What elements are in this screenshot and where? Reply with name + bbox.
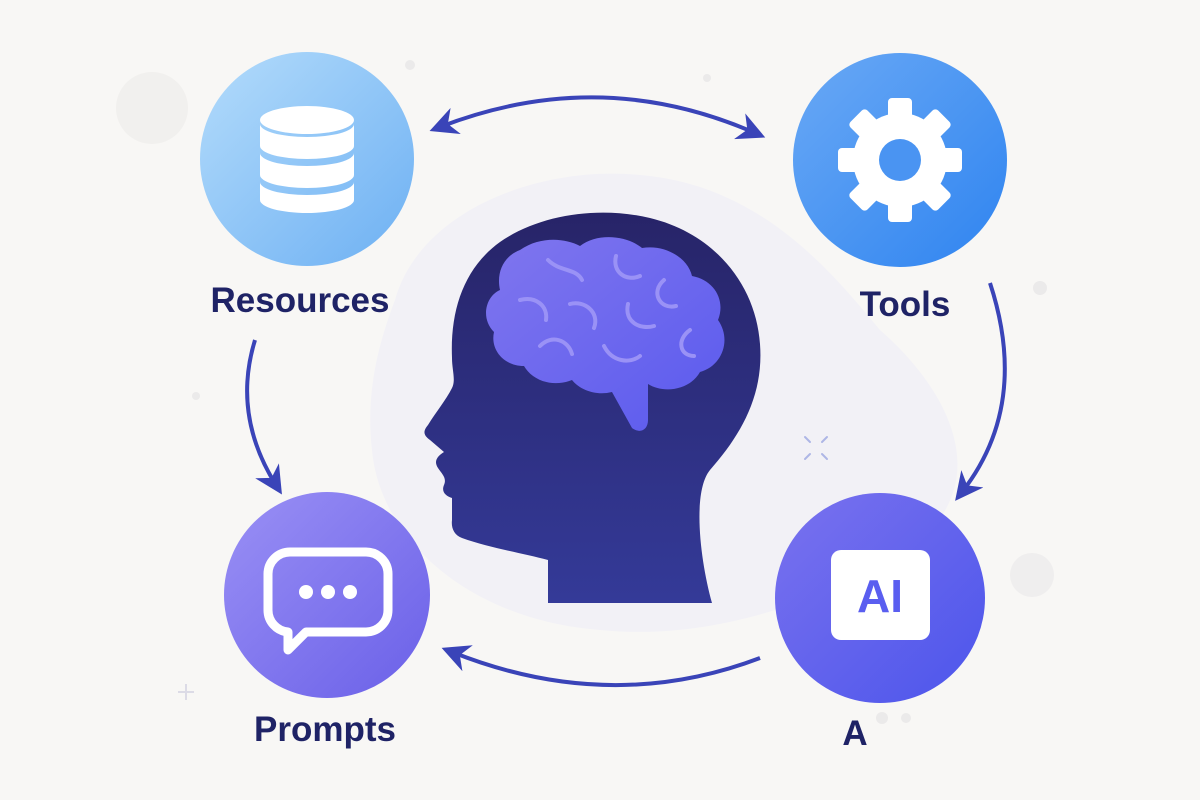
ai-label: A — [842, 714, 868, 753]
tools-label: Tools — [859, 285, 951, 324]
resources-label: Resources — [210, 281, 390, 320]
sparkle-icon — [804, 436, 828, 460]
background-dot — [876, 712, 888, 724]
brain-folds — [518, 254, 696, 363]
background-dot — [1033, 281, 1047, 295]
background-dot — [1010, 553, 1054, 597]
arrow-tools-to-ai — [955, 282, 1007, 501]
background-dot — [901, 713, 911, 723]
node-prompts — [224, 492, 430, 698]
node-tools — [793, 53, 1007, 267]
arrow-ai-to-prompts — [441, 645, 761, 687]
sparkle-icon — [178, 684, 194, 700]
head-with-brain-icon — [424, 212, 761, 603]
database-icon — [260, 106, 354, 213]
brain-icon — [486, 237, 725, 431]
background-dot — [192, 392, 200, 400]
background-dot — [703, 74, 711, 82]
node-resources — [200, 52, 414, 266]
arrow-resources-to-prompts — [245, 339, 282, 495]
ai-badge-icon: AI — [831, 550, 930, 640]
node-ai: AI — [775, 493, 985, 703]
arrow-resources-to-tools — [429, 95, 766, 140]
gear-icon — [838, 98, 962, 222]
background-dot — [116, 72, 188, 144]
chat-bubble-icon — [263, 547, 393, 655]
ai-badge-text: AI — [857, 570, 903, 622]
prompts-label: Prompts — [254, 710, 396, 749]
background-dot — [405, 60, 415, 70]
